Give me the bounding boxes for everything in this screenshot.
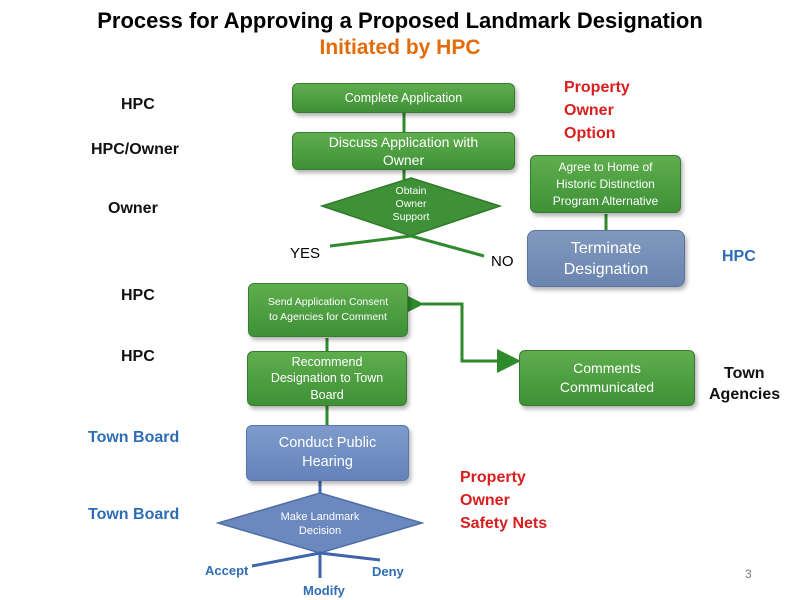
role-label: Town Board bbox=[88, 429, 180, 446]
connector-no bbox=[410, 234, 485, 258]
page-number: 3 bbox=[745, 567, 752, 581]
connector-send-comments bbox=[400, 292, 521, 373]
role-label: HPC bbox=[121, 348, 155, 365]
role-label: HPC/Owner bbox=[91, 141, 180, 158]
obtain-support-label: Obtain Owner Support bbox=[392, 185, 430, 223]
comments-communicated-box: Comments Communicated bbox=[519, 350, 695, 406]
recommend-designation-box: Recommend Designation to Town Board bbox=[247, 351, 407, 406]
discuss-application-box: Discuss Application with Owner bbox=[292, 132, 515, 170]
deny-label: Deny bbox=[372, 564, 404, 579]
role-label: HPC bbox=[121, 96, 155, 113]
decision-label: Make Landmark Decision bbox=[280, 511, 360, 537]
role-label: Town bbox=[724, 365, 765, 382]
no-label: NO bbox=[491, 253, 514, 270]
page-subtitle: Initiated by HPC bbox=[319, 36, 481, 59]
role-label: Agencies bbox=[709, 386, 781, 403]
connector-yes bbox=[329, 234, 412, 248]
page-title: Process for Approving a Proposed Landmar… bbox=[97, 8, 703, 33]
property-owner-option-note: Property Owner Option bbox=[564, 79, 630, 142]
terminate-designation-box: Terminate Designation bbox=[527, 230, 685, 287]
yes-label: YES bbox=[290, 245, 321, 262]
accept-label: Accept bbox=[205, 563, 249, 578]
complete-application-box: Complete Application bbox=[292, 83, 515, 113]
role-label: HPC bbox=[121, 287, 155, 304]
role-label: Owner bbox=[108, 200, 158, 217]
agree-home-of-historic-distinction-box: Agree to Home of Historic Distinction Pr… bbox=[530, 155, 681, 213]
send-application-box: Send Application Consent to Agencies for… bbox=[248, 283, 408, 337]
role-label: Town Board bbox=[88, 506, 180, 523]
connector-deny bbox=[319, 551, 381, 562]
property-owner-safety-nets-note: Property Owner Safety Nets bbox=[460, 469, 548, 532]
role-label: HPC bbox=[722, 248, 756, 265]
connector-accept bbox=[251, 551, 321, 568]
modify-label: Modify bbox=[303, 583, 345, 598]
conduct-public-hearing-box: Conduct Public Hearing bbox=[246, 425, 409, 481]
